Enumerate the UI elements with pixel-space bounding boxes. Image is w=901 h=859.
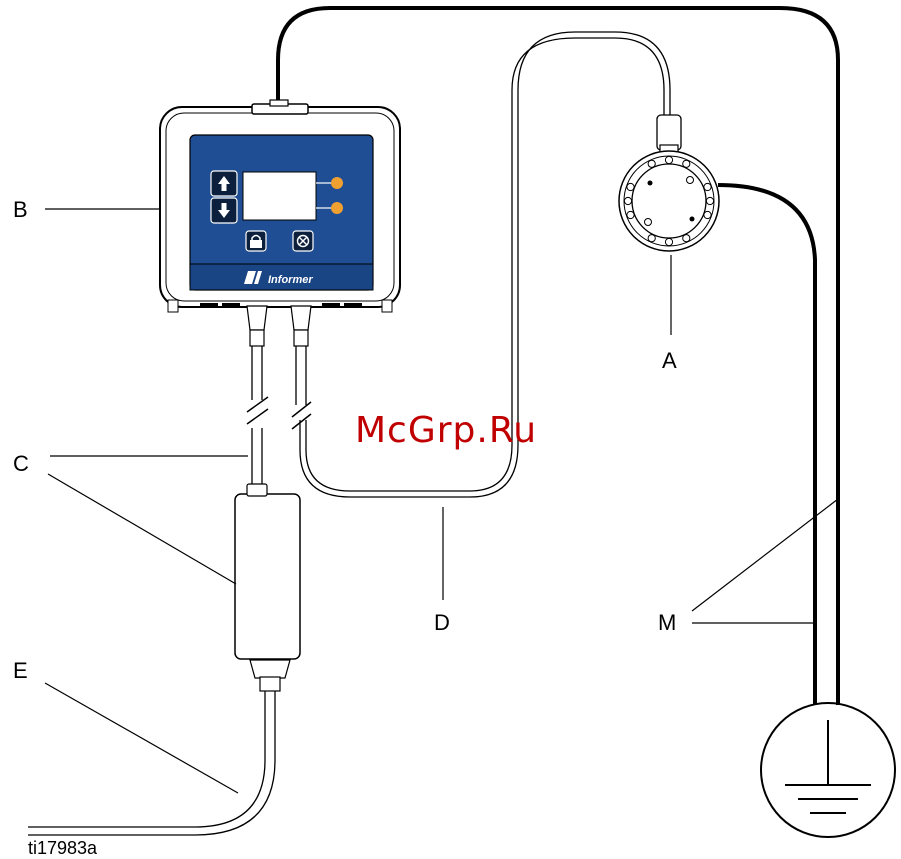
sensor-bolt [648,235,655,242]
lcd-display [243,172,316,220]
sensor-bolt [706,197,713,204]
sensor-bolt [683,235,690,242]
brand-name: Informer [268,274,313,286]
callout-c: C [13,453,29,475]
sensor-bolt [665,156,672,163]
indicator-led-2 [331,202,343,214]
indicator-led-1 [331,177,343,189]
callout-d: D [434,612,450,634]
ground-symbol [761,703,895,837]
reset-button[interactable] [293,231,313,251]
informer-device-b: Informer [160,100,400,346]
sensor-bolt [624,197,631,204]
sensor-bolt [627,183,634,190]
watermark-text: McGrp.Ru [355,413,537,449]
sensor-bolt [648,160,655,167]
callout-a: A [662,350,677,372]
down-arrow-button[interactable] [211,198,237,223]
lock-button[interactable] [246,231,266,251]
callout-e: E [13,660,28,682]
break-marks [247,397,311,429]
sensor-bolt [683,160,690,167]
power-cable-e [28,690,275,835]
sensor-a [619,115,719,251]
up-arrow-button[interactable] [211,171,237,196]
power-cable-c [252,345,306,495]
sensor-bolt [665,238,672,245]
sensor-bolt [704,211,711,218]
power-supply [235,484,300,691]
callout-b: B [13,199,28,221]
callout-m: M [658,612,676,634]
figure-id: ti17983a [28,839,97,857]
sensor-bolt [704,183,711,190]
sensor-bolt [627,211,634,218]
